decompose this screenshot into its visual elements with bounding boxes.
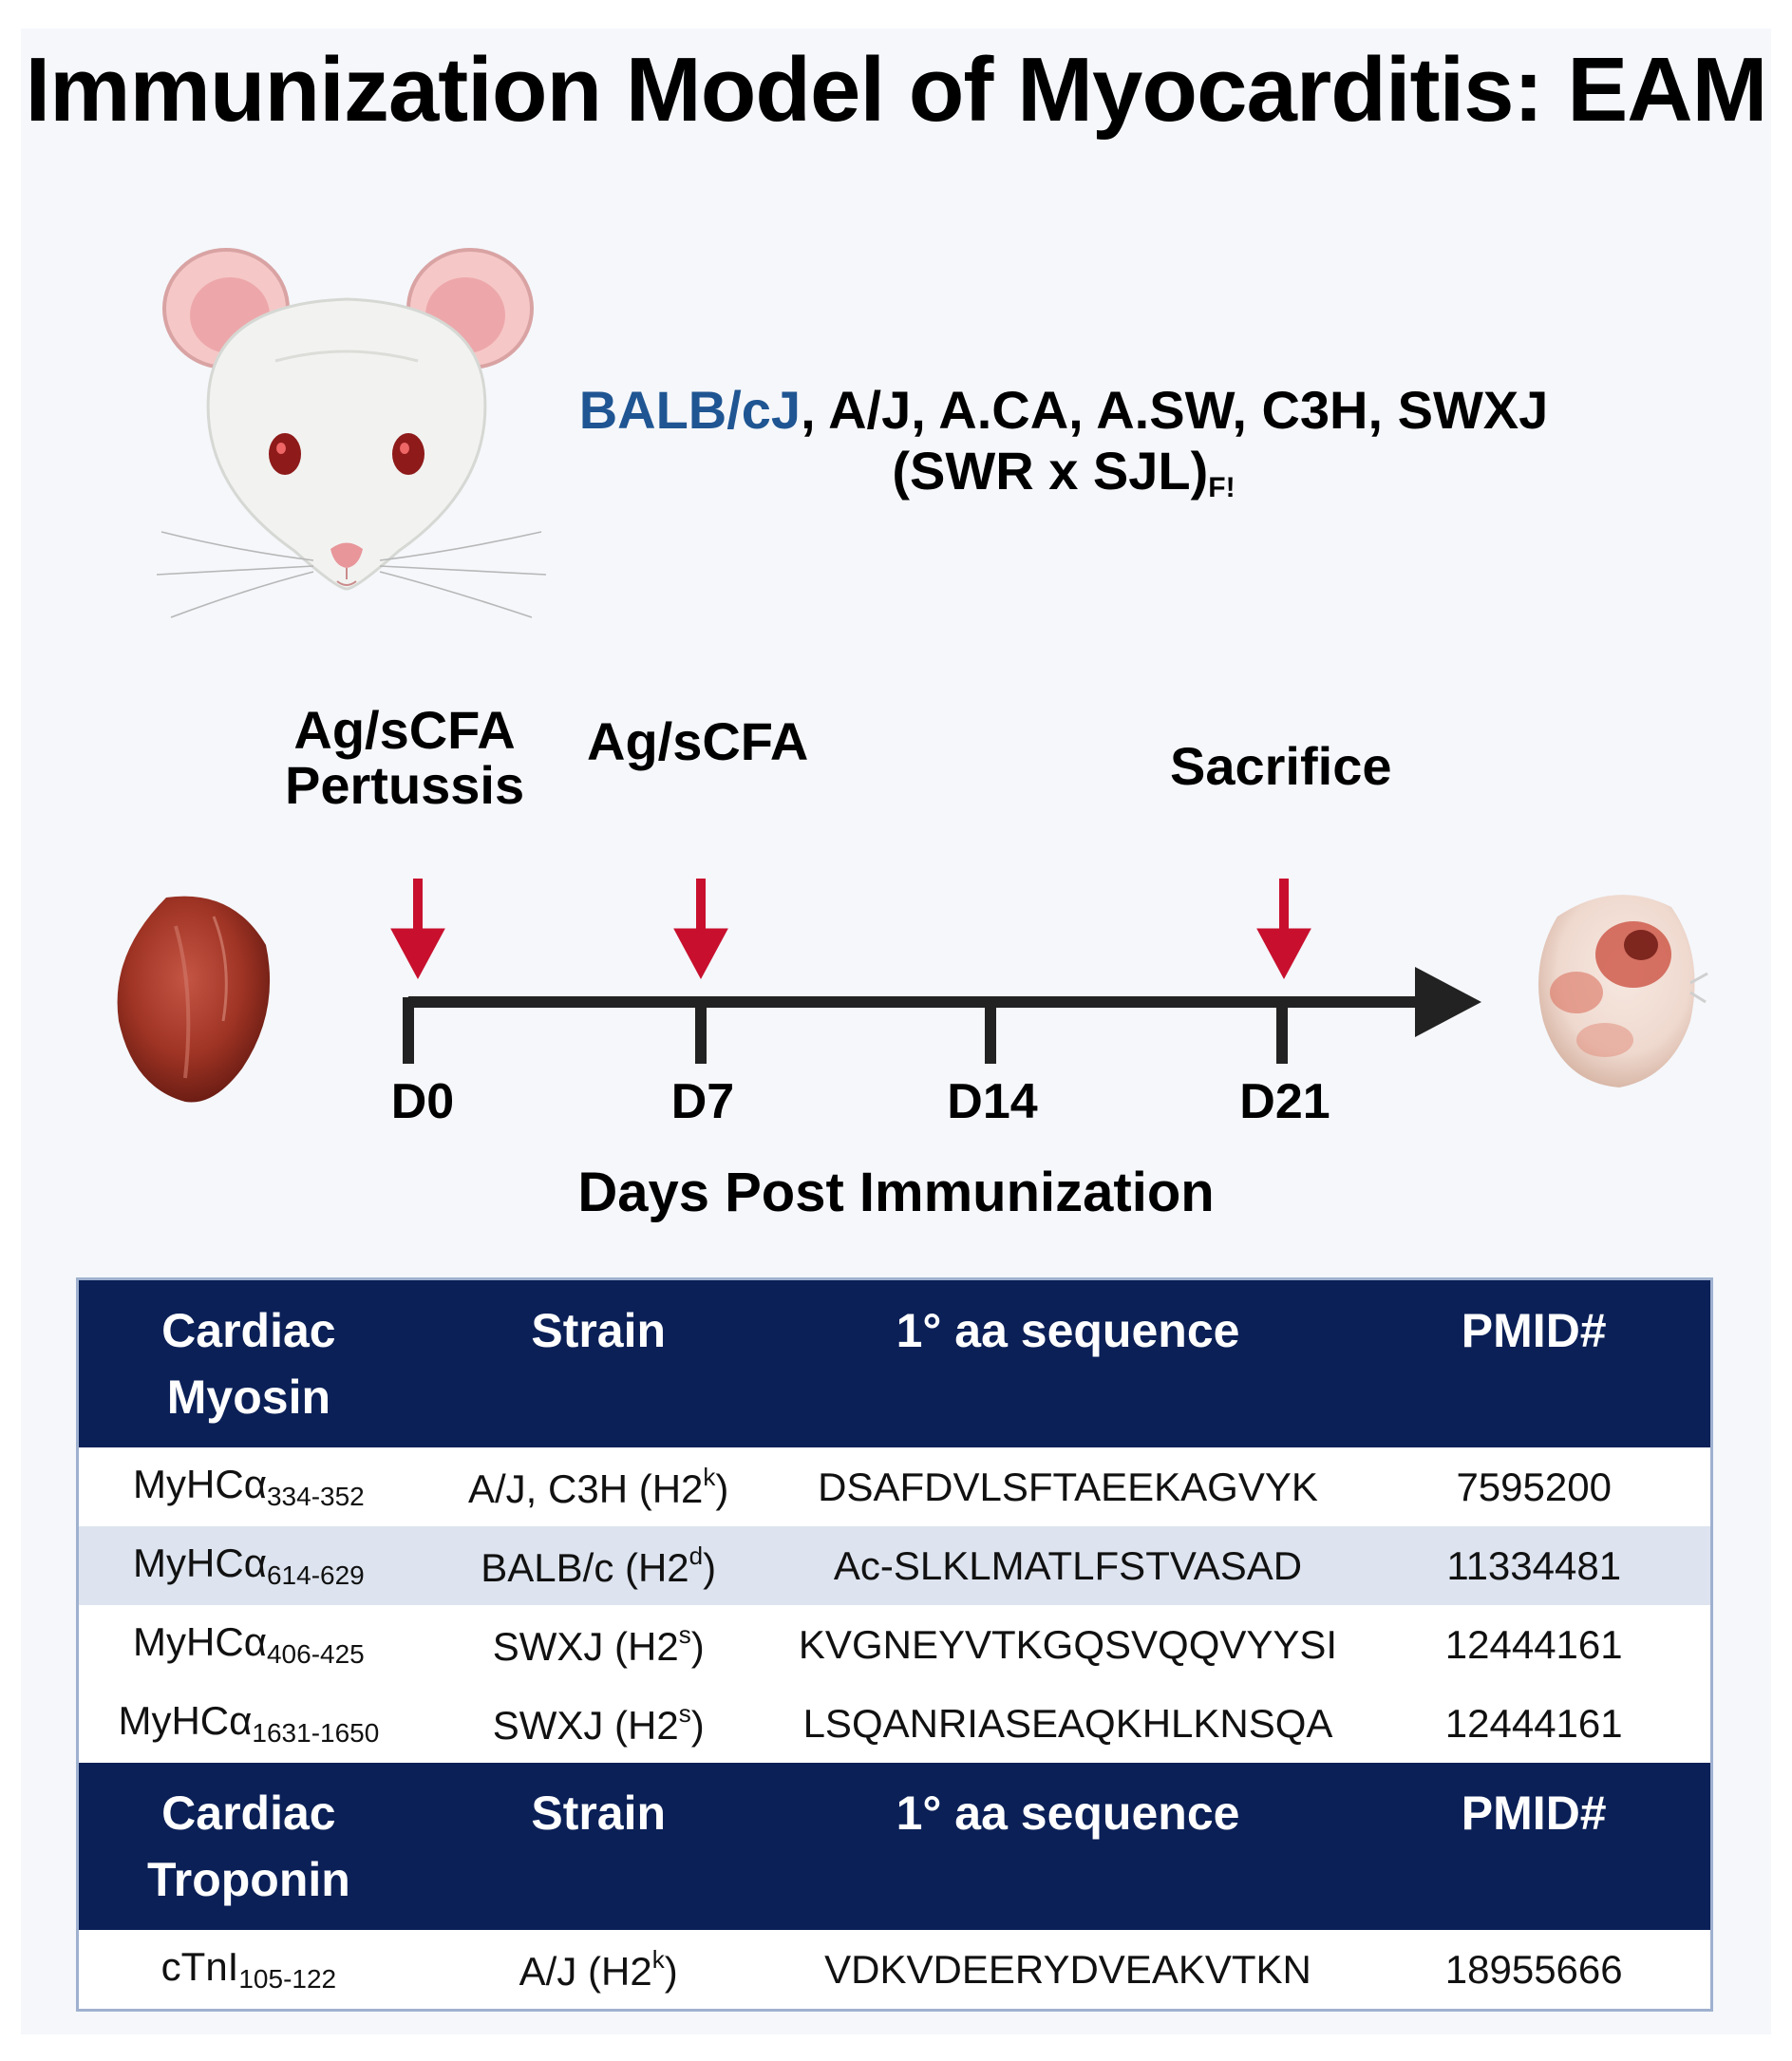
- event-arrow-d0: [390, 879, 445, 980]
- timeline-arrowhead: [1415, 967, 1481, 1037]
- sequence-cell: Ac-SLKLMATLFSTVASAD: [778, 1526, 1358, 1605]
- table-row: MyHCα614-629 BALB/c (H2d) Ac-SLKLMATLFST…: [77, 1526, 1712, 1605]
- tick-label-d0: D0: [390, 1074, 455, 1129]
- tick-label-d14: D14: [947, 1074, 1038, 1129]
- f1-subscript: F!: [1208, 472, 1236, 503]
- timeline: [390, 879, 1481, 1064]
- sequence-cell: KVGNEYVTKGQSVQQVYYSI: [778, 1605, 1358, 1684]
- troponin-header-strain: Strain: [418, 1763, 779, 1930]
- peptide-cell: MyHCα614-629: [77, 1526, 419, 1605]
- inflamed-heart-image: [1538, 895, 1708, 1087]
- sequence-cell: DSAFDVLSFTAEEKAGVYK: [778, 1447, 1358, 1526]
- troponin-header-sequence: 1° aa sequence: [778, 1763, 1358, 1930]
- healthy-heart-image: [117, 896, 271, 1103]
- event-d7-label: Ag/sCFA: [587, 711, 809, 771]
- tick-label-d7: D7: [670, 1074, 735, 1129]
- tick-label-d21: D21: [1239, 1074, 1330, 1129]
- peptide-cell: MyHCα406-425: [77, 1605, 419, 1684]
- strain-cell: BALB/c (H2d): [418, 1526, 779, 1605]
- myosin-header-sequence: 1° aa sequence: [778, 1278, 1358, 1447]
- f1-cross: (SWR x SJL): [892, 441, 1209, 501]
- pmid-cell: 7595200: [1357, 1447, 1712, 1526]
- myosin-header-strain: Strain: [418, 1278, 779, 1447]
- table-row: MyHCα406-425 SWXJ (H2s) KVGNEYVTKGQSVQQV…: [77, 1605, 1712, 1684]
- event-arrow-d7: [673, 879, 728, 980]
- peptide-cell: MyHCα1631-1650: [77, 1684, 419, 1763]
- event-arrow-d21: [1256, 879, 1311, 980]
- pmid-cell: 12444161: [1357, 1605, 1712, 1684]
- myosin-header-pmid: PMID#: [1357, 1278, 1712, 1447]
- highlighted-strain: BALB/cJ: [578, 380, 802, 440]
- peptide-cell: MyHCα334-352: [77, 1447, 419, 1526]
- strain-cell: SWXJ (H2s): [418, 1684, 779, 1763]
- pmid-cell: 18955666: [1357, 1930, 1712, 2011]
- strain-cell: A/J (H2k): [418, 1930, 779, 2011]
- sequence-cell: LSQANRIASEAQKHLKNSQA: [778, 1684, 1358, 1763]
- pmid-cell: 12444161: [1357, 1684, 1712, 1763]
- pmid-cell: 11334481: [1357, 1526, 1712, 1605]
- table-row: MyHCα1631-1650 SWXJ (H2s) LSQANRIASEAQKH…: [77, 1684, 1712, 1763]
- timeline-axis-title: Days Post Immunization: [577, 1162, 1215, 1223]
- event-d0-label: Ag/sCFA Pertussis: [285, 700, 525, 815]
- troponin-header-pmid: PMID#: [1357, 1763, 1712, 1930]
- mouse-illustration: [156, 248, 547, 618]
- table-row: MyHCα334-352 A/J, C3H (H2k) DSAFDVLSFTAE…: [77, 1447, 1712, 1526]
- strain-cell: A/J, C3H (H2k): [418, 1447, 779, 1526]
- other-strains: , A/J, A.CA, A.SW, C3H, SWXJ: [801, 380, 1549, 440]
- sequence-cell: VDKVDEERYDVEAKVTKN: [778, 1930, 1358, 2011]
- table-row: cTnI105-122 A/J (H2k) VDKVDEERYDVEAKVTKN…: [77, 1930, 1712, 2011]
- event-d21-label: Sacrifice: [1170, 736, 1392, 796]
- strain-cell: SWXJ (H2s): [418, 1605, 779, 1684]
- mouse-strains: BALB/cJ, A/J, A.CA, A.SW, C3H, SWXJ (SWR…: [494, 380, 1633, 519]
- peptide-cell: cTnI105-122: [77, 1930, 419, 2011]
- figure-title: Immunization Model of Myocarditis: EAM: [25, 39, 1767, 141]
